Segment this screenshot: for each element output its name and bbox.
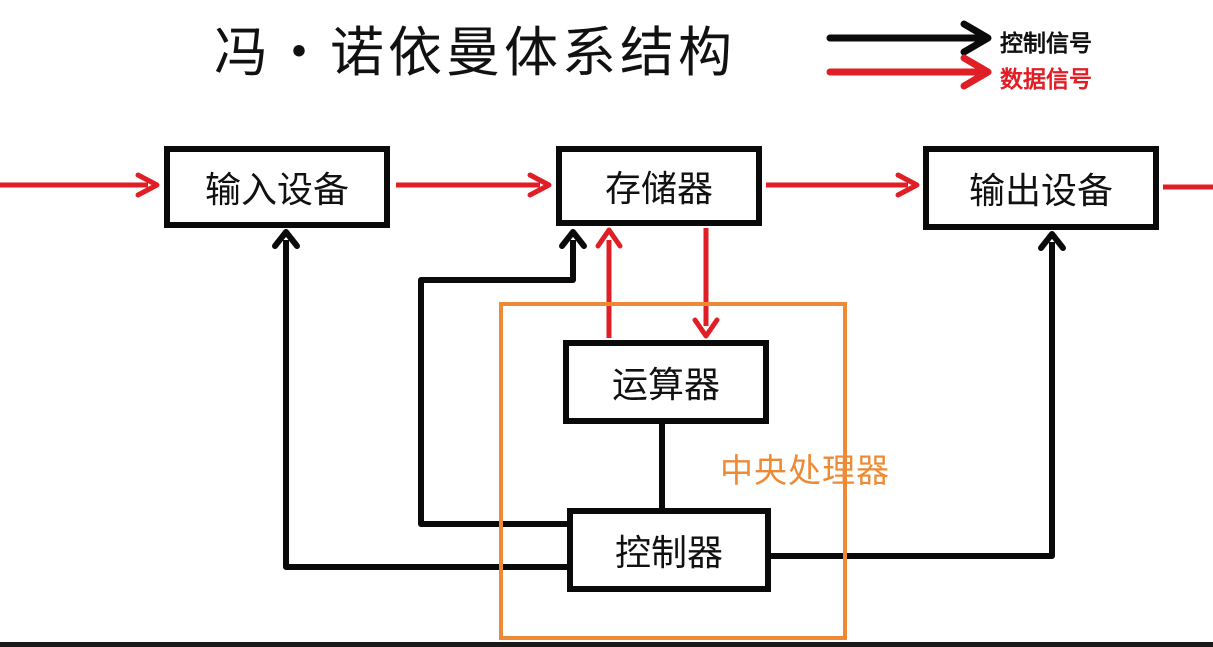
node-output-device: 输出设备 [923,146,1159,230]
node-memory: 存储器 [556,146,762,226]
edge-control-to-input [272,229,567,570]
edge-control-to-output [771,231,1066,559]
node-input-device: 输入设备 [164,146,390,228]
bottom-divider [0,642,1213,647]
edge-memory-to-output [766,172,920,198]
page-title: 冯・诺依曼体系结构 [214,21,736,84]
cpu-frame [499,302,847,640]
edge-input-to-memory [396,172,552,198]
cpu-label: 中央处理器 [720,451,890,490]
edge-control-to-memory [418,229,587,527]
legend-data-arrow [826,54,992,90]
edge-alu-to-memory [595,227,623,338]
edge-external-to-input [0,172,160,198]
node-control-unit: 控制器 [567,508,771,592]
node-alu: 运算器 [563,340,769,424]
legend-control-label: 控制信号 [1000,31,1092,57]
legend-control-arrow [826,20,992,56]
edge-memory-to-alu [692,228,720,339]
legend-data-label: 数据信号 [1000,67,1092,93]
